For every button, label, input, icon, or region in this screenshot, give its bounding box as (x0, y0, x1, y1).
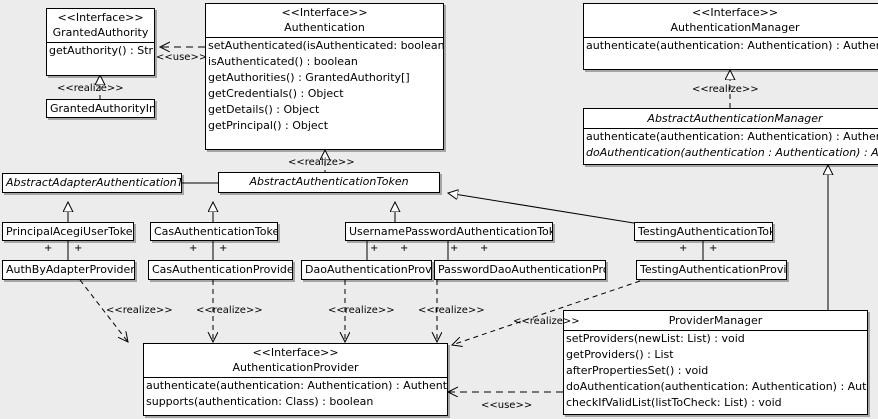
class-header: AbstractAuthenticationManager (584, 109, 878, 128)
multiplicity-marker: + (189, 243, 198, 254)
class-header: <<Interface>> GrantedAuthority (47, 9, 154, 42)
class-testing-authentication-token[interactable]: TestingAuthenticationToken (634, 222, 773, 241)
multiplicity-marker: + (44, 243, 53, 254)
class-name: AbstractAuthenticationManager (647, 112, 823, 125)
operation-row: setAuthenticated(isAuthenticated: boolea… (208, 39, 443, 52)
class-name: PasswordDaoAuthenticationProvider (438, 263, 605, 276)
class-header: ProviderManager (564, 311, 867, 330)
class-dao-authentication-provider[interactable]: DaoAuthenticationProvider (301, 260, 432, 280)
edge-label-realize-password-dao: <<realize>> (418, 305, 485, 316)
compartment-separator (144, 377, 447, 378)
class-authentication-manager[interactable]: <<Interface>> AuthenticationManager auth… (583, 3, 878, 70)
operation-row: authenticate(authentication: Authenticat… (586, 130, 878, 143)
class-principal-acegi-user-token[interactable]: PrincipalAcegiUserToken (2, 222, 134, 241)
operation-row: isAuthenticated() : boolean (208, 55, 358, 68)
compartment-separator (564, 330, 867, 331)
class-header: <<Interface>> AuthenticationProvider (144, 344, 447, 377)
stereotype-label: <<Interface>> (691, 6, 779, 19)
class-name: AbstractAdapterAuthenticationToken (6, 176, 182, 189)
class-abstract-authentication-token[interactable]: AbstractAuthenticationToken (218, 172, 440, 193)
multiplicity-marker: + (370, 243, 379, 254)
operation-row: getAuthority() : String (49, 44, 154, 57)
operation-row: getDetails() : Object (208, 103, 320, 116)
class-name: AuthenticationManager (670, 21, 800, 34)
class-name: ProviderManager (668, 314, 763, 327)
class-name: TestingAuthenticationProvider (640, 263, 787, 276)
class-auth-by-adapter-provider[interactable]: AuthByAdapterProvider (2, 260, 135, 280)
class-granted-authority-impl[interactable]: GrantedAuthorityImpl (46, 99, 155, 118)
compartment-separator (206, 37, 443, 38)
operation-row: getCredentials() : Object (208, 87, 344, 100)
operations-compartment: authenticate(authentication: Authenticat… (584, 38, 878, 54)
compartment-separator (584, 128, 878, 129)
multiplicity-marker: + (400, 243, 409, 254)
class-abstract-adapter-authentication-token[interactable]: AbstractAdapterAuthenticationToken (2, 173, 182, 193)
operations-compartment: authenticate(authentication: Authenticat… (584, 129, 878, 161)
edge-label-realize-cas: <<realize>> (196, 305, 263, 316)
multiplicity-marker: + (480, 243, 489, 254)
class-authentication-provider[interactable]: <<Interface>> AuthenticationProvider aut… (143, 343, 448, 416)
class-name: CasAuthenticationProvider (152, 263, 293, 276)
stereotype-label: <<Interface>> (252, 346, 339, 359)
operations-compartment: authenticate(authentication: Authenticat… (144, 378, 447, 410)
stereotype-label: <<Interface>> (57, 11, 144, 24)
operation-row: supports(authentication: Class) : boolea… (146, 395, 374, 408)
edge-label-use-provider-manager: <<use>> (481, 400, 533, 411)
class-name: AuthenticationProvider (232, 361, 359, 374)
operation-row: getProviders() : List (566, 348, 674, 361)
edge-label-realize-auth-by-adapter: <<realize>> (106, 305, 173, 316)
class-name: DaoAuthenticationProvider (305, 263, 432, 276)
class-name: CasAuthenticationToken (154, 225, 278, 238)
operation-row: authenticate(authentication: Authenticat… (586, 39, 878, 52)
edge-label-use-granted-authority: <<use>> (156, 52, 208, 63)
operation-row: afterPropertiesSet() : void (566, 364, 709, 377)
operation-row: getPrincipal() : Object (208, 119, 329, 132)
class-name: AuthByAdapterProvider (6, 263, 135, 276)
operation-row: doAuthentication(authentication : Authen… (586, 146, 878, 159)
class-cas-authentication-token[interactable]: CasAuthenticationToken (150, 222, 278, 241)
class-name: Authentication (284, 21, 365, 34)
operation-row: checkIfValidList(listToCheck: List) : vo… (566, 396, 782, 409)
multiplicity-marker: + (450, 243, 459, 254)
operation-row: getAuthorities() : GrantedAuthority[] (208, 71, 410, 84)
multiplicity-marker: + (709, 243, 718, 254)
class-provider-manager[interactable]: ProviderManager setProviders(newList: Li… (563, 310, 868, 415)
edge-label-realize-granted-authority-impl: <<realize>> (57, 83, 124, 94)
class-name: TestingAuthenticationToken (638, 225, 772, 238)
class-testing-authentication-provider[interactable]: TestingAuthenticationProvider (636, 260, 787, 280)
multiplicity-marker: + (74, 243, 83, 254)
operation-row: authenticate(authentication: Authenticat… (146, 379, 447, 392)
class-name: AbstractAuthenticationToken (249, 175, 409, 188)
operation-row: setProviders(newList: List) : void (566, 332, 745, 345)
class-name: UsernamePasswordAuthenticationToken (349, 225, 553, 238)
edge-label-realize-testing: <<realize>> (513, 316, 580, 327)
compartment-separator (584, 37, 878, 38)
operations-compartment: getAuthority() : String (47, 43, 154, 59)
edge-label-realize-abstract-authentication-token: <<realize>> (288, 157, 355, 168)
operations-compartment: setAuthenticated(isAuthenticated: boolea… (206, 38, 443, 134)
class-abstract-authentication-manager[interactable]: AbstractAuthenticationManager authentica… (583, 108, 878, 165)
multiplicity-marker: + (219, 243, 228, 254)
class-password-dao-authentication-provider[interactable]: PasswordDaoAuthenticationProvider (434, 260, 606, 280)
edge-label-realize-dao: <<realize>> (328, 305, 395, 316)
class-authentication[interactable]: <<Interface>> Authentication setAuthenti… (205, 3, 444, 150)
class-header: <<Interface>> Authentication (206, 4, 443, 37)
class-granted-authority[interactable]: <<Interface>> GrantedAuthority getAuthor… (46, 8, 155, 76)
operation-row: doAuthentication(authentication: Authent… (566, 380, 867, 393)
class-username-password-authentication-token[interactable]: UsernamePasswordAuthenticationToken (345, 222, 553, 241)
edge-label-realize-authentication-manager: <<realize>> (692, 84, 759, 95)
class-cas-authentication-provider[interactable]: CasAuthenticationProvider (148, 260, 293, 280)
class-name: GrantedAuthorityImpl (50, 102, 154, 115)
class-name: PrincipalAcegiUserToken (6, 225, 134, 238)
compartment-separator (47, 42, 154, 43)
class-name: GrantedAuthority (52, 26, 149, 39)
class-header: <<Interface>> AuthenticationManager (584, 4, 878, 37)
multiplicity-marker: + (679, 243, 688, 254)
stereotype-label: <<Interface>> (281, 6, 368, 19)
operations-compartment: setProviders(newList: List) : void getPr… (564, 331, 867, 411)
